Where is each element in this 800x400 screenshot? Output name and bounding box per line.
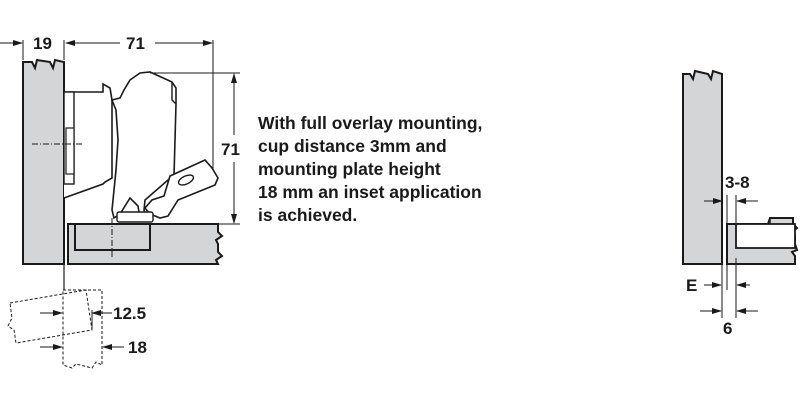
description-text: With full overlay mounting, cup distance… xyxy=(258,112,528,227)
dim-width: 6 xyxy=(723,319,732,338)
dim-door-offset-b: 18 xyxy=(128,338,147,357)
hinge-arm xyxy=(110,71,177,220)
dim-panel-thickness: 19 xyxy=(33,34,52,53)
description-line: With full overlay mounting, xyxy=(258,113,483,133)
left-view: 19 71 71 12.5 18 xyxy=(0,34,240,369)
hinge-crank xyxy=(143,159,219,219)
description-line: is achieved. xyxy=(258,205,358,225)
dim-edge: E xyxy=(686,276,697,295)
dim-door-offset-a: 12.5 xyxy=(113,304,146,323)
dim-hinge-height: 71 xyxy=(221,140,240,159)
description-line: mounting plate height xyxy=(258,159,441,179)
dim-hinge-depth: 71 xyxy=(126,34,145,53)
dim-gap: 3-8 xyxy=(725,173,750,192)
door-swing-outline xyxy=(7,289,103,369)
description-line: cup distance 3mm and xyxy=(258,136,447,156)
description-line: 18 mm an inset application xyxy=(258,182,482,202)
cabinet-side-panel-right xyxy=(682,69,723,265)
right-view: 3-8 E 6 xyxy=(682,69,799,338)
cabinet-side-panel xyxy=(22,58,65,265)
